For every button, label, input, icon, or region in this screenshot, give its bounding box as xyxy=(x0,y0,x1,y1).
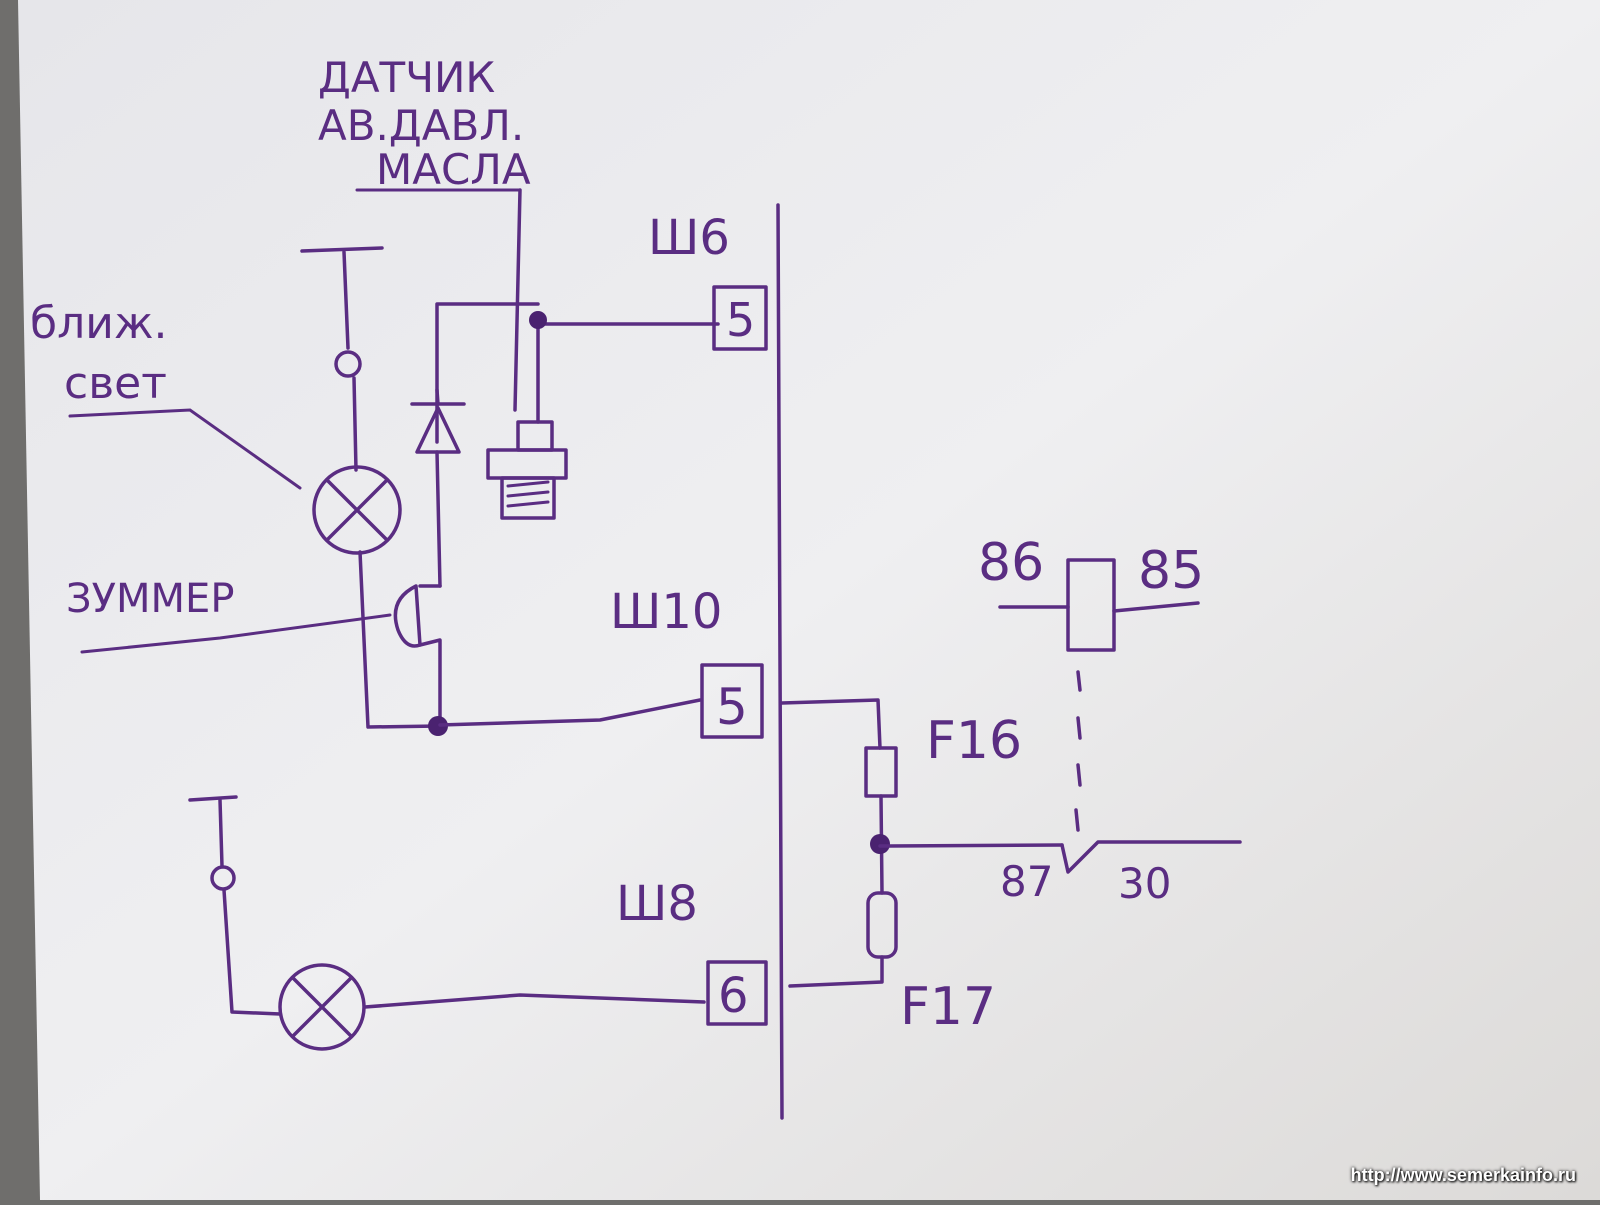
lamp-to-junction-wire xyxy=(358,550,442,729)
low-beam-label-line1: ближ. xyxy=(30,298,167,349)
relay-terminal-85: 85 xyxy=(1138,541,1204,601)
connector-sh10-label: Ш10 xyxy=(610,584,722,640)
bus-line xyxy=(776,203,784,1120)
connector-sh10-pin-box xyxy=(700,663,764,739)
connector-sh8-pin-box xyxy=(706,960,768,1026)
sensor-label-line2: АВ.ДАВЛ. xyxy=(318,101,524,150)
pin-sh10-label: 5 xyxy=(716,678,748,736)
sensor-label-line3: МАСЛА xyxy=(376,145,531,194)
low-beam-leader xyxy=(68,408,302,490)
oil-pressure-sensor-icon xyxy=(486,322,568,520)
pin-sh6-label: 5 xyxy=(726,293,755,347)
sensor-lead xyxy=(513,188,522,412)
fuse-f17-label: F17 xyxy=(900,977,996,1037)
buzzer-label: ЗУММЕР xyxy=(66,576,234,622)
junction-dot-fuses xyxy=(870,834,890,854)
buzzer-leader xyxy=(80,613,392,654)
watermark-url: http://www.semerkainfo.ru xyxy=(1350,1165,1576,1185)
diode-lead-bottom xyxy=(435,450,442,588)
junction-dot-top xyxy=(529,311,547,329)
low-beam-label-line2: свет xyxy=(64,358,167,409)
low-beam-lamp-icon xyxy=(300,246,402,555)
sensor-label-line1: ДАТЧИК xyxy=(318,53,495,102)
pin-sh8-label: 6 xyxy=(718,968,749,1024)
paper-sheet xyxy=(18,0,1600,1200)
connector-sh6-pin-box xyxy=(712,285,768,351)
connector-sh8-label: Ш8 xyxy=(616,876,698,932)
fuse-f16-label: F16 xyxy=(926,711,1022,771)
relay-terminal-86: 86 xyxy=(978,533,1044,593)
junction-dot-buzzer xyxy=(428,716,448,736)
wire-to-relay-87 xyxy=(878,843,1064,848)
relay-terminal-87: 87 xyxy=(1000,857,1053,906)
wire-sh10-to-f16 xyxy=(780,698,882,750)
connector-sh6-label: Ш6 xyxy=(648,210,730,266)
relay-icon xyxy=(998,558,1242,874)
relay-terminal-30: 30 xyxy=(1118,859,1171,908)
wire-f17-to-sh8 xyxy=(788,955,884,988)
buzzer-icon xyxy=(393,584,442,724)
wire-lamp-to-sh8 xyxy=(363,993,706,1009)
wire-to-sh10 xyxy=(438,698,702,727)
